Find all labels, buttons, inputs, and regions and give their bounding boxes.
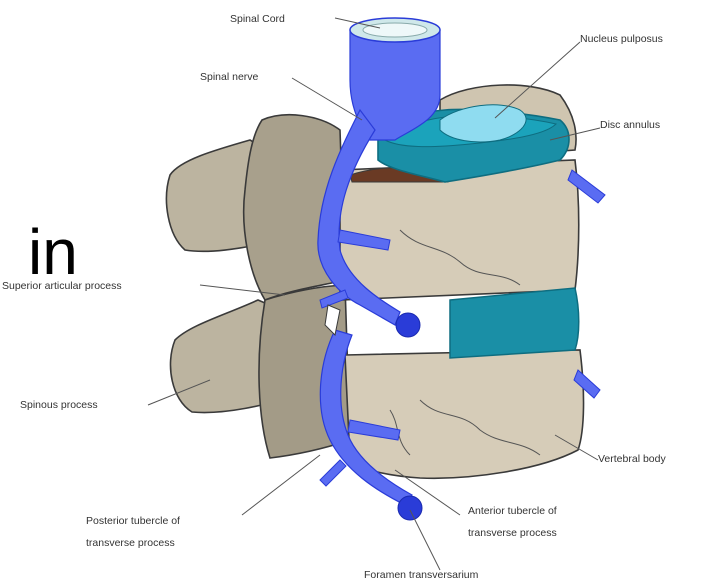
- label-spinal-nerve: Spinal nerve: [200, 71, 259, 83]
- overlay-text: in: [28, 220, 78, 284]
- label-anterior-tubercle-1: Anterior tubercle of: [468, 505, 557, 517]
- label-anterior-tubercle-2: transverse process: [468, 527, 557, 539]
- label-posterior-tubercle-2: transverse process: [86, 537, 175, 549]
- label-spinous-process: Spinous process: [20, 399, 98, 411]
- disc-annulus-lower: [450, 288, 579, 358]
- label-foramen-transversarium: Foramen transversarium: [364, 569, 479, 581]
- label-vertebral-body: Vertebral body: [598, 453, 666, 465]
- label-disc-annulus: Disc annulus: [600, 119, 660, 131]
- label-nucleus-pulposus: Nucleus pulposus: [580, 33, 663, 45]
- label-spinal-cord: Spinal Cord: [230, 13, 285, 25]
- label-posterior-tubercle-1: Posterior tubercle of: [86, 515, 180, 527]
